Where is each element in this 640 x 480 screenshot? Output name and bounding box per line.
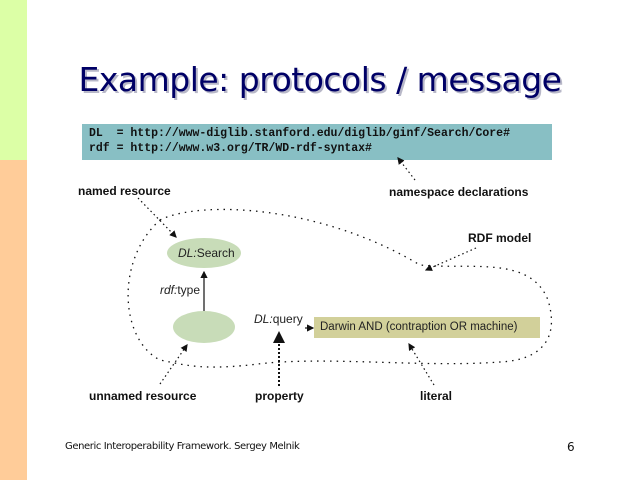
- label-named-resource: named resource: [78, 184, 171, 198]
- query-name: query: [272, 312, 303, 326]
- pointer-literal: [408, 342, 435, 386]
- pointer-namespace: [397, 157, 416, 181]
- pointer-unnamed-resource: [159, 344, 188, 385]
- label-namespace-declarations: namespace declarations: [389, 185, 529, 199]
- pointer-named-resource: [137, 197, 177, 238]
- footer-text: Generic Interoperability Framework. Serg…: [65, 441, 300, 452]
- query-prefix: DL:: [254, 312, 273, 326]
- literal-value: Darwin AND (contraption OR machine): [314, 317, 540, 338]
- query-label: DL:query: [254, 312, 303, 326]
- type-prefix: rdf:: [160, 283, 178, 297]
- namespace-box: DL = http://www-diglib.stanford.edu/digl…: [82, 124, 552, 160]
- search-name: Search: [196, 246, 235, 260]
- label-literal: literal: [420, 389, 453, 403]
- pointer-rdf-model: [424, 247, 477, 271]
- type-label: rdf:type: [160, 283, 200, 297]
- decor-bar-green: [0, 0, 27, 160]
- namespace-rdf: rdf = http://www.w3.org/TR/WD-rdf-syntax…: [89, 142, 372, 155]
- namespace-dl: DL = http://www-diglib.stanford.edu/digl…: [89, 127, 510, 140]
- search-prefix: DL:: [178, 246, 197, 260]
- label-rdf-model: RDF model: [468, 231, 532, 245]
- label-unnamed-resource: unnamed resource: [89, 389, 197, 403]
- resource-unnamed: [173, 311, 235, 343]
- rdf-model-boundary: [127, 208, 553, 368]
- resource-search: [167, 238, 241, 268]
- search-node-label: DL:Search: [178, 246, 235, 260]
- slide-title: Example: protocols / message: [78, 60, 562, 99]
- type-name: type: [177, 283, 201, 297]
- decor-bar-orange: [0, 160, 27, 480]
- label-property: property: [255, 389, 304, 403]
- page-number: 6: [567, 440, 575, 454]
